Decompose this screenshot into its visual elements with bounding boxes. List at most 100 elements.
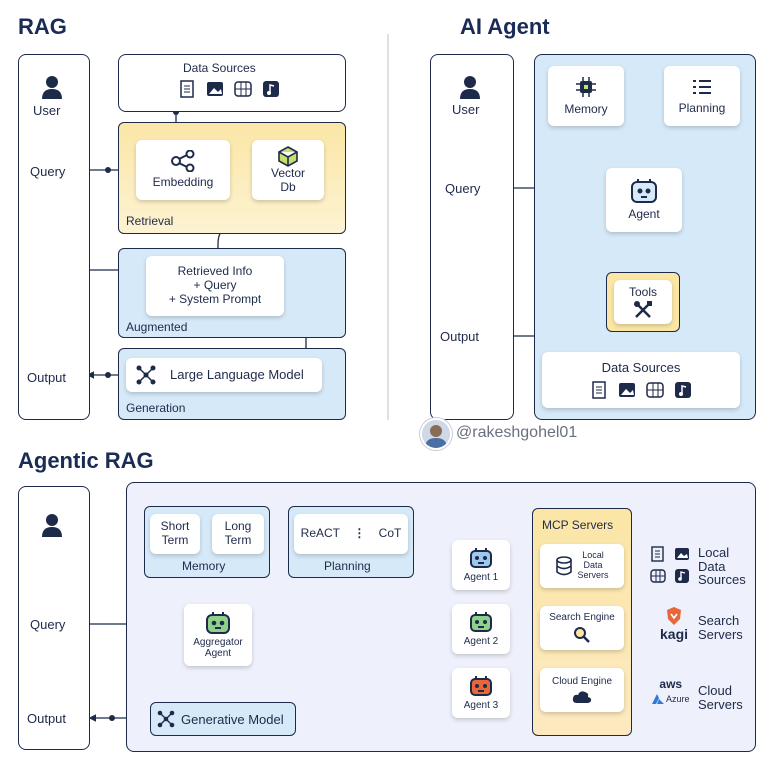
rag-query-label: Query [30, 164, 66, 179]
cube-icon [278, 146, 298, 168]
document-icon [180, 80, 194, 98]
search-icon [574, 627, 590, 644]
agent-memory-label: Memory [564, 101, 608, 116]
local-data-sources-label: Local Data Sources [698, 546, 746, 587]
agent-memory-card: Memory [548, 66, 624, 126]
author-handle: @rakeshgohel01 [456, 424, 578, 441]
search-srv-2: Servers [698, 626, 743, 642]
agent-planning-label: Planning [678, 100, 726, 115]
rag-output-label: Output [27, 370, 67, 385]
cloud-providers: aws Azure [652, 678, 690, 704]
agentic-memory-label: Memory [182, 559, 226, 573]
generation-label: Generation [126, 401, 186, 415]
separator-dots: ⋮ [353, 526, 366, 541]
retrieval-label: Retrieval [126, 214, 174, 228]
agent-2-label: Agent 2 [463, 635, 499, 647]
agentic-planning-label: Planning [324, 559, 371, 573]
retrieved-info-card: Retrieved Info + Query + System Prompt [146, 256, 284, 316]
image-icon [207, 82, 223, 96]
cloud-icon [572, 691, 592, 704]
local-server-2: Data [583, 560, 603, 571]
generative-model-label: Generative Model [181, 711, 284, 727]
long-term-1: Long [224, 519, 252, 534]
short-term-card: Short Term [150, 514, 200, 554]
short-term-2: Term [161, 533, 189, 547]
cloud-servers-label: Cloud Servers [698, 684, 743, 711]
agent-user-label: User [452, 102, 480, 117]
aggregator-label-2: Agent [204, 648, 232, 659]
augmented-label: Augmented [126, 320, 188, 334]
aggregator-agent-card: Aggregator Agent [184, 604, 252, 666]
local-server-3: Servers [577, 569, 609, 580]
embedding-label: Embedding [152, 175, 214, 190]
short-term-1: Short [160, 519, 190, 534]
agent-1-card: Agent 1 [452, 540, 510, 590]
local-ds-2: Data [698, 558, 726, 574]
rag-title: RAG [18, 14, 67, 39]
tools-label: Tools [628, 285, 657, 300]
mcp-servers-label: MCP Servers [542, 518, 614, 532]
robot-icon [470, 547, 492, 568]
retrieved-line-2: + Query [193, 278, 237, 293]
rag-data-sources-label: Data Sources [183, 61, 256, 75]
table-icon [646, 382, 664, 399]
share-icon [171, 150, 195, 173]
retrieved-line-3: + System Prompt [168, 291, 262, 306]
agent-1-label: Agent 1 [463, 571, 499, 583]
document-icon [592, 381, 606, 400]
agent-3-label: Agent 3 [463, 699, 499, 711]
agent-user-panel [430, 54, 514, 420]
table-icon [650, 569, 666, 583]
agent-title: AI Agent [460, 14, 550, 39]
local-server-1: Local [582, 550, 604, 561]
azure-logo: Azure [666, 693, 690, 704]
network-icon [157, 710, 175, 728]
rag-user-panel [18, 54, 90, 420]
agent-data-sources-card: Data Sources [542, 352, 740, 408]
robot-icon [631, 179, 657, 204]
vector-db-label-2: Db [280, 180, 296, 194]
local-ds-1: Local [698, 545, 730, 560]
planning-methods-card: ReACT ⋮ CoT [294, 514, 408, 554]
music-icon [675, 382, 691, 399]
agent-2-card: Agent 2 [452, 604, 510, 654]
cloud-engine-card: Cloud Engine [540, 668, 624, 712]
brave-icon [667, 607, 681, 625]
database-icon [556, 556, 573, 576]
long-term-2: Term [224, 533, 252, 547]
aggregator-label-1: Aggregator [193, 636, 243, 648]
local-data-servers-card: Local Data Servers [540, 544, 624, 588]
agent-output-label: Output [440, 329, 480, 344]
agent-3-card: Agent 3 [452, 668, 510, 718]
image-icon [675, 548, 689, 560]
agentic-output-label: Output [27, 711, 67, 726]
vector-db-label-1: Vector [270, 166, 306, 181]
robot-icon [470, 611, 492, 632]
azure-icon [652, 694, 664, 704]
cloud-engine-label: Cloud Engine [551, 675, 613, 687]
cloud-srv-2: Servers [698, 696, 743, 712]
search-engine-label: Search Engine [549, 611, 615, 623]
kagi-logo: kagi [660, 626, 689, 642]
rag-source-icons [178, 80, 280, 98]
agentic-title: Agentic RAG [18, 448, 154, 473]
search-srv-1: Search [698, 613, 740, 628]
user-icon [38, 512, 66, 538]
cloud-srv-1: Cloud [698, 683, 732, 698]
music-icon [675, 569, 689, 583]
agent-label: Agent [628, 207, 660, 222]
robot-icon [206, 611, 230, 634]
user-icon [38, 74, 66, 100]
agent-planning-card: Planning [664, 66, 740, 126]
long-term-card: Long Term [212, 514, 264, 554]
generative-model-card: Generative Model [150, 702, 296, 736]
rag-data-sources [118, 54, 346, 112]
llm-label: Large Language Model [170, 366, 304, 382]
aws-logo: aws [659, 677, 683, 691]
agent-data-sources-label: Data Sources [601, 359, 681, 375]
user-icon [456, 74, 484, 100]
react-label: ReACT [300, 526, 340, 541]
table-icon [234, 81, 252, 97]
chip-icon [576, 76, 596, 97]
llm-card: Large Language Model [126, 358, 322, 392]
